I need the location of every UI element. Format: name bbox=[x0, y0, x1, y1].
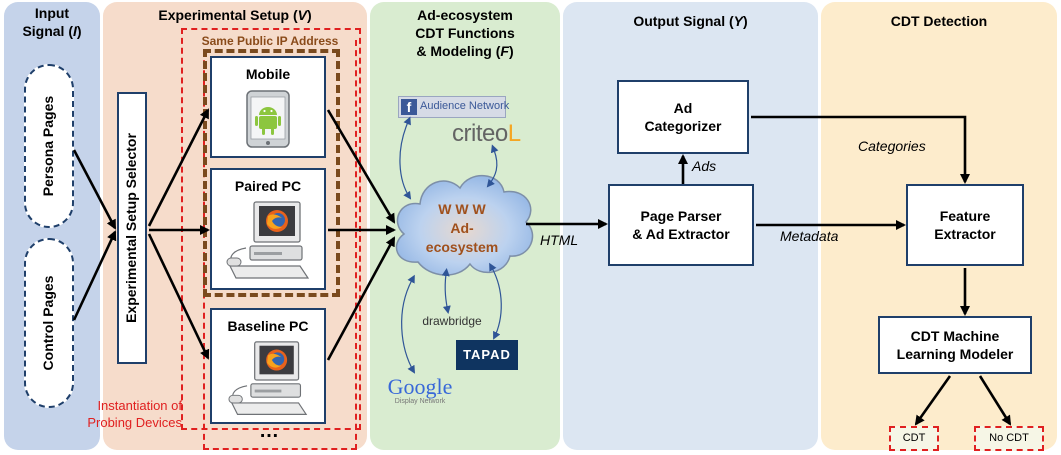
ad-categorizer-box: Ad Categorizer bbox=[617, 80, 749, 154]
cdt-outcome: CDT bbox=[889, 426, 939, 451]
desktop-pc-firefox-icon bbox=[226, 201, 310, 279]
feature-extractor-box: Feature Extractor bbox=[906, 184, 1024, 266]
input-panel-title: Input Signal (I) bbox=[22, 5, 82, 39]
android-phone-icon bbox=[246, 90, 290, 148]
criteo-logo: criteoL bbox=[452, 120, 522, 147]
ads-edge-label: Ads bbox=[692, 158, 717, 174]
ad-ecosystem-cloud bbox=[395, 174, 534, 276]
baseline-pc-label: Baseline PC bbox=[227, 318, 309, 334]
cdt-ml-modeler-box: CDT Machine Learning Modeler bbox=[878, 316, 1032, 374]
output-panel-title: Output Signal (Y) bbox=[633, 13, 748, 29]
facebook-logo-text: Audience Network bbox=[420, 100, 510, 112]
google-display-network-logo: Google Display Network bbox=[387, 374, 453, 405]
facebook-icon: f bbox=[401, 99, 417, 115]
html-edge-label: HTML bbox=[540, 232, 579, 248]
categories-edge-label: Categories bbox=[858, 138, 926, 154]
drawbridge-logo: drawbridge bbox=[422, 314, 482, 328]
persona-pages-label: Persona Pages bbox=[40, 95, 56, 197]
detection-panel-title: CDT Detection bbox=[890, 13, 988, 29]
paired-pc-device-box: Paired PC bbox=[210, 168, 326, 290]
desktop-pc-firefox-icon bbox=[228, 341, 308, 415]
setup-panel-title: Experimental Setup (V) bbox=[158, 7, 312, 23]
more-devices-ellipsis: … bbox=[259, 420, 279, 442]
control-pages-pill bbox=[24, 238, 74, 408]
facebook-audience-network-logo: f Audience Network bbox=[398, 96, 510, 118]
control-pages-label: Control Pages bbox=[40, 275, 56, 371]
instantiation-label: Instantiation of Probing Devices bbox=[87, 398, 182, 430]
setup-selector-box bbox=[117, 92, 147, 364]
tapad-logo: TAPAD bbox=[456, 340, 518, 370]
cloud-label: W W W Ad- ecosystem bbox=[425, 201, 499, 255]
metadata-edge-label: Metadata bbox=[780, 228, 839, 244]
no-cdt-outcome: No CDT bbox=[974, 426, 1044, 451]
paired-pc-label: Paired PC bbox=[234, 178, 302, 194]
same-ip-label: Same Public IP Address bbox=[185, 33, 355, 50]
mobile-device-box: Mobile bbox=[210, 56, 326, 158]
baseline-pc-device-box: Baseline PC bbox=[210, 308, 326, 424]
mobile-device-label: Mobile bbox=[245, 66, 291, 82]
page-parser-box: Page Parser & Ad Extractor bbox=[608, 184, 754, 266]
persona-pages-pill bbox=[24, 64, 74, 228]
criteo-l-mark: L bbox=[507, 120, 522, 147]
setup-selector-label: Experimental Setup Selector bbox=[123, 133, 139, 323]
ecosystem-panel-title: Ad-ecosystem CDT Functions & Modeling (F… bbox=[415, 7, 515, 59]
